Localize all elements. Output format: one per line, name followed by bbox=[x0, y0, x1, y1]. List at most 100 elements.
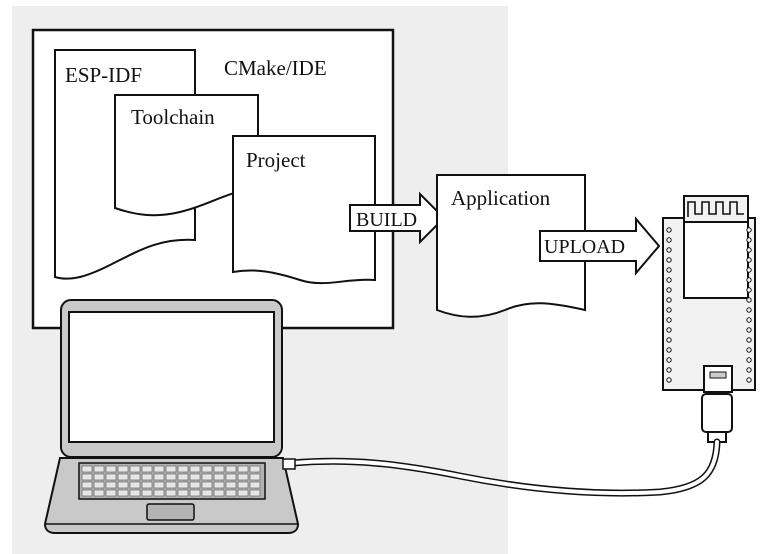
keyboard-key bbox=[177, 481, 189, 489]
keyboard-key bbox=[141, 489, 153, 497]
keyboard-key bbox=[141, 465, 153, 473]
keyboard-key bbox=[153, 481, 165, 489]
keyboard-key bbox=[165, 473, 177, 481]
build-arrow: BUILD bbox=[349, 191, 446, 245]
header-pin-left bbox=[666, 297, 672, 303]
keyboard-key bbox=[225, 489, 237, 497]
header-pin-left bbox=[666, 377, 672, 383]
keyboard-key bbox=[105, 481, 117, 489]
keyboard-key bbox=[153, 473, 165, 481]
keyboard-key bbox=[237, 465, 249, 473]
header-pin-left bbox=[666, 247, 672, 253]
keyboard-key bbox=[249, 481, 261, 489]
keyboard-key bbox=[189, 489, 201, 497]
header-pin-left bbox=[666, 327, 672, 333]
header-pin-right bbox=[746, 327, 752, 333]
project-document: Project bbox=[232, 135, 376, 285]
keyboard-key bbox=[165, 489, 177, 497]
keyboard-key bbox=[81, 489, 93, 497]
keyboard-key bbox=[129, 473, 141, 481]
keyboard-key bbox=[201, 481, 213, 489]
keyboard-key bbox=[81, 473, 93, 481]
keyboard-key bbox=[81, 465, 93, 473]
header-pin-left bbox=[666, 317, 672, 323]
upload-arrow-label: UPLOAD bbox=[544, 236, 625, 258]
laptop-screen bbox=[68, 311, 275, 443]
header-pin-left bbox=[666, 277, 672, 283]
header-pin-right bbox=[746, 357, 752, 363]
header-pin-right bbox=[746, 287, 752, 293]
keyboard-key bbox=[201, 465, 213, 473]
keyboard-key bbox=[225, 465, 237, 473]
keyboard-key bbox=[153, 489, 165, 497]
keyboard-key bbox=[153, 465, 165, 473]
keyboard-key bbox=[117, 489, 129, 497]
header-pin-left bbox=[666, 337, 672, 343]
keyboard-key bbox=[105, 465, 117, 473]
keyboard-key bbox=[237, 489, 249, 497]
laptop-touchpad bbox=[146, 503, 195, 521]
header-pins bbox=[666, 227, 752, 383]
keyboard-key bbox=[141, 481, 153, 489]
keyboard-key bbox=[189, 481, 201, 489]
header-pin-right bbox=[746, 247, 752, 253]
keyboard-key bbox=[225, 473, 237, 481]
keyboard-key bbox=[189, 465, 201, 473]
header-pin-left bbox=[666, 267, 672, 273]
keyboard-key bbox=[237, 481, 249, 489]
laptop-usb-connector bbox=[282, 458, 296, 470]
toolchain-label: Toolchain bbox=[131, 105, 215, 129]
keyboard-key bbox=[105, 489, 117, 497]
keyboard-key bbox=[93, 489, 105, 497]
header-pin-right bbox=[746, 277, 752, 283]
keyboard-key bbox=[177, 473, 189, 481]
keyboard-key bbox=[213, 489, 225, 497]
keyboard-key bbox=[117, 481, 129, 489]
keyboard-key bbox=[213, 473, 225, 481]
project-label: Project bbox=[246, 148, 306, 172]
laptop-icon bbox=[43, 299, 300, 534]
keyboard-key bbox=[213, 481, 225, 489]
esp32-board-icon bbox=[662, 195, 756, 393]
header-pin-left bbox=[666, 237, 672, 243]
header-pin-right bbox=[746, 237, 752, 243]
keyboard-key bbox=[93, 473, 105, 481]
header-pin-left bbox=[666, 367, 672, 373]
keyboard-key bbox=[141, 473, 153, 481]
keyboard-key bbox=[225, 481, 237, 489]
keyboard-key bbox=[93, 481, 105, 489]
usb-cable-icon bbox=[288, 393, 733, 497]
header-pin-right bbox=[746, 307, 752, 313]
keyboard-key bbox=[177, 465, 189, 473]
keyboard-key bbox=[129, 465, 141, 473]
application-label: Application bbox=[451, 186, 551, 210]
upload-arrow: UPLOAD bbox=[539, 216, 661, 276]
keyboard-key bbox=[249, 473, 261, 481]
header-pin-right bbox=[746, 297, 752, 303]
keyboard-key bbox=[213, 465, 225, 473]
header-pin-right bbox=[746, 367, 752, 373]
keyboard-key bbox=[93, 465, 105, 473]
keyboard-key bbox=[81, 481, 93, 489]
keyboard-keys bbox=[81, 465, 261, 497]
header-pin-right bbox=[746, 347, 752, 353]
build-arrow-label: BUILD bbox=[356, 209, 417, 231]
header-pin-left bbox=[666, 347, 672, 353]
keyboard-key bbox=[201, 489, 213, 497]
micro-usb-port bbox=[703, 365, 733, 393]
keyboard-key bbox=[237, 473, 249, 481]
keyboard-key bbox=[117, 465, 129, 473]
application-document: Application bbox=[436, 174, 586, 318]
keyboard-key bbox=[105, 473, 117, 481]
keyboard-key bbox=[189, 473, 201, 481]
header-pin-right bbox=[746, 377, 752, 383]
header-pin-right bbox=[746, 267, 752, 273]
keyboard-key bbox=[177, 489, 189, 497]
keyboard-key bbox=[201, 473, 213, 481]
esp-idf-label: ESP-IDF bbox=[65, 63, 142, 87]
module-shield bbox=[683, 221, 749, 299]
keyboard-key bbox=[249, 489, 261, 497]
keyboard-key bbox=[249, 465, 261, 473]
keyboard-key bbox=[117, 473, 129, 481]
